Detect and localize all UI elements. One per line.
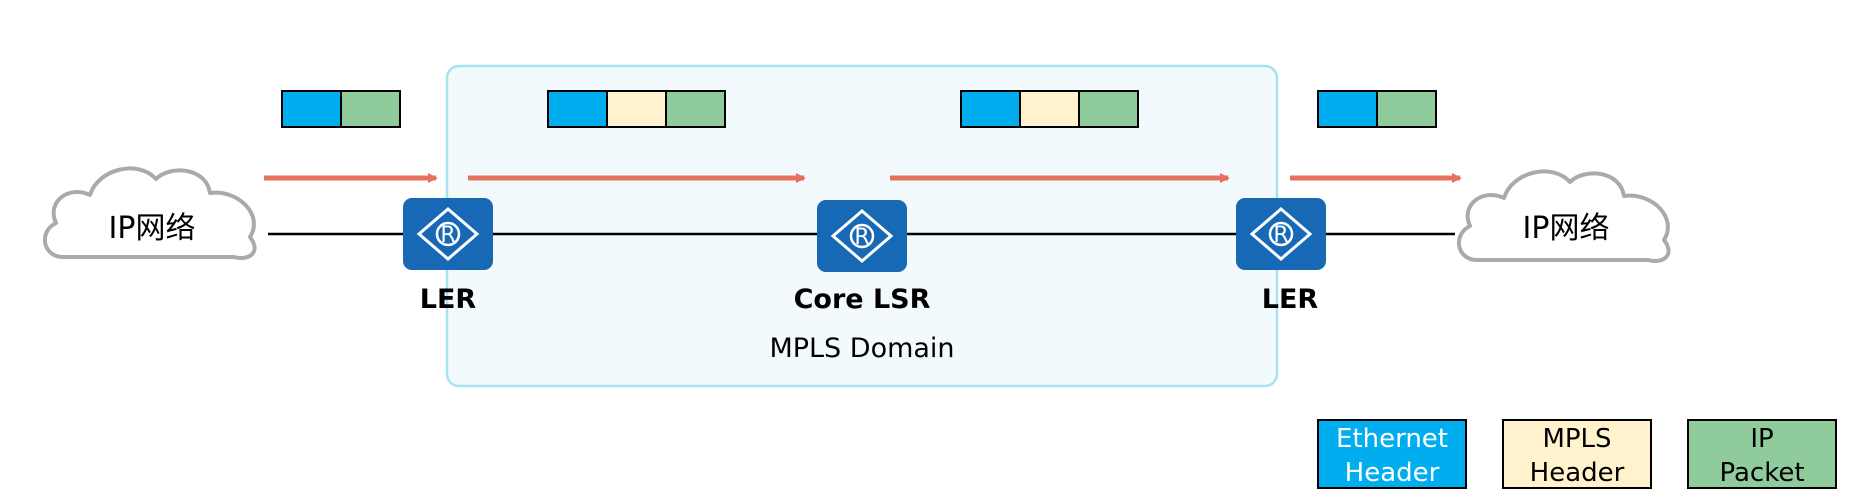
router-icon: R: [1236, 198, 1326, 270]
packet-stack: [1317, 90, 1437, 128]
packet-stack: [547, 90, 726, 128]
legend-ip-packet: IP Packet: [1687, 419, 1837, 489]
legend-line1: Ethernet: [1336, 424, 1448, 454]
packet-stack: [281, 90, 401, 128]
packet-group: [281, 90, 1437, 128]
svg-text:Ethernet: Ethernet: [1336, 424, 1448, 454]
legend-line1: IP: [1750, 424, 1773, 454]
legend-line2: Header: [1345, 458, 1440, 488]
legend-line2: Header: [1530, 458, 1625, 488]
cloud-icon: IP网络: [45, 168, 255, 258]
legend-ethernet-header: Ethernet Header: [1317, 419, 1467, 489]
packet-cell-ip: [665, 90, 726, 128]
router-label: LER: [1262, 284, 1319, 315]
packet-cell-mpls: [1019, 90, 1080, 128]
router-ler-left[interactable]: R: [403, 198, 493, 270]
router-label: Core LSR: [794, 284, 931, 315]
packet-cell-ip: [1078, 90, 1139, 128]
packet-cell-ethernet: [1317, 90, 1378, 128]
router-core-lsr[interactable]: R: [817, 200, 907, 272]
cloud-label: IP网络: [109, 211, 196, 246]
packet-cell-mpls: [606, 90, 667, 128]
router-icon: R: [403, 198, 493, 270]
cloud-label: IP网络: [1523, 211, 1610, 246]
svg-text:R: R: [1273, 223, 1288, 248]
packet-stack: [960, 90, 1139, 128]
mpls-domain-label: MPLS Domain: [769, 333, 954, 364]
packet-cell-ethernet: [281, 90, 342, 128]
legend-line2: Packet: [1719, 458, 1804, 488]
svg-text:R: R: [854, 225, 869, 250]
svg-text:MPLS: MPLS: [1542, 424, 1611, 454]
router-icon: R: [817, 200, 907, 272]
packet-cell-ip: [340, 90, 401, 128]
svg-text:IP: IP: [1750, 424, 1773, 454]
packet-cell-ip: [1376, 90, 1437, 128]
svg-text:Header: Header: [1530, 458, 1625, 488]
router-label: LER: [420, 284, 477, 315]
router-ler-right[interactable]: R: [1236, 198, 1326, 270]
legend-mpls-header: MPLS Header: [1502, 419, 1652, 489]
svg-text:Header: Header: [1345, 458, 1440, 488]
packet-cell-ethernet: [547, 90, 608, 128]
legend: Ethernet Header MPLS Header IP Packet: [1317, 419, 1837, 489]
cloud-icon: IP网络: [1459, 171, 1669, 261]
svg-text:Packet: Packet: [1719, 458, 1804, 488]
packet-cell-ethernet: [960, 90, 1021, 128]
legend-line1: MPLS: [1542, 424, 1611, 454]
svg-text:R: R: [440, 223, 455, 248]
